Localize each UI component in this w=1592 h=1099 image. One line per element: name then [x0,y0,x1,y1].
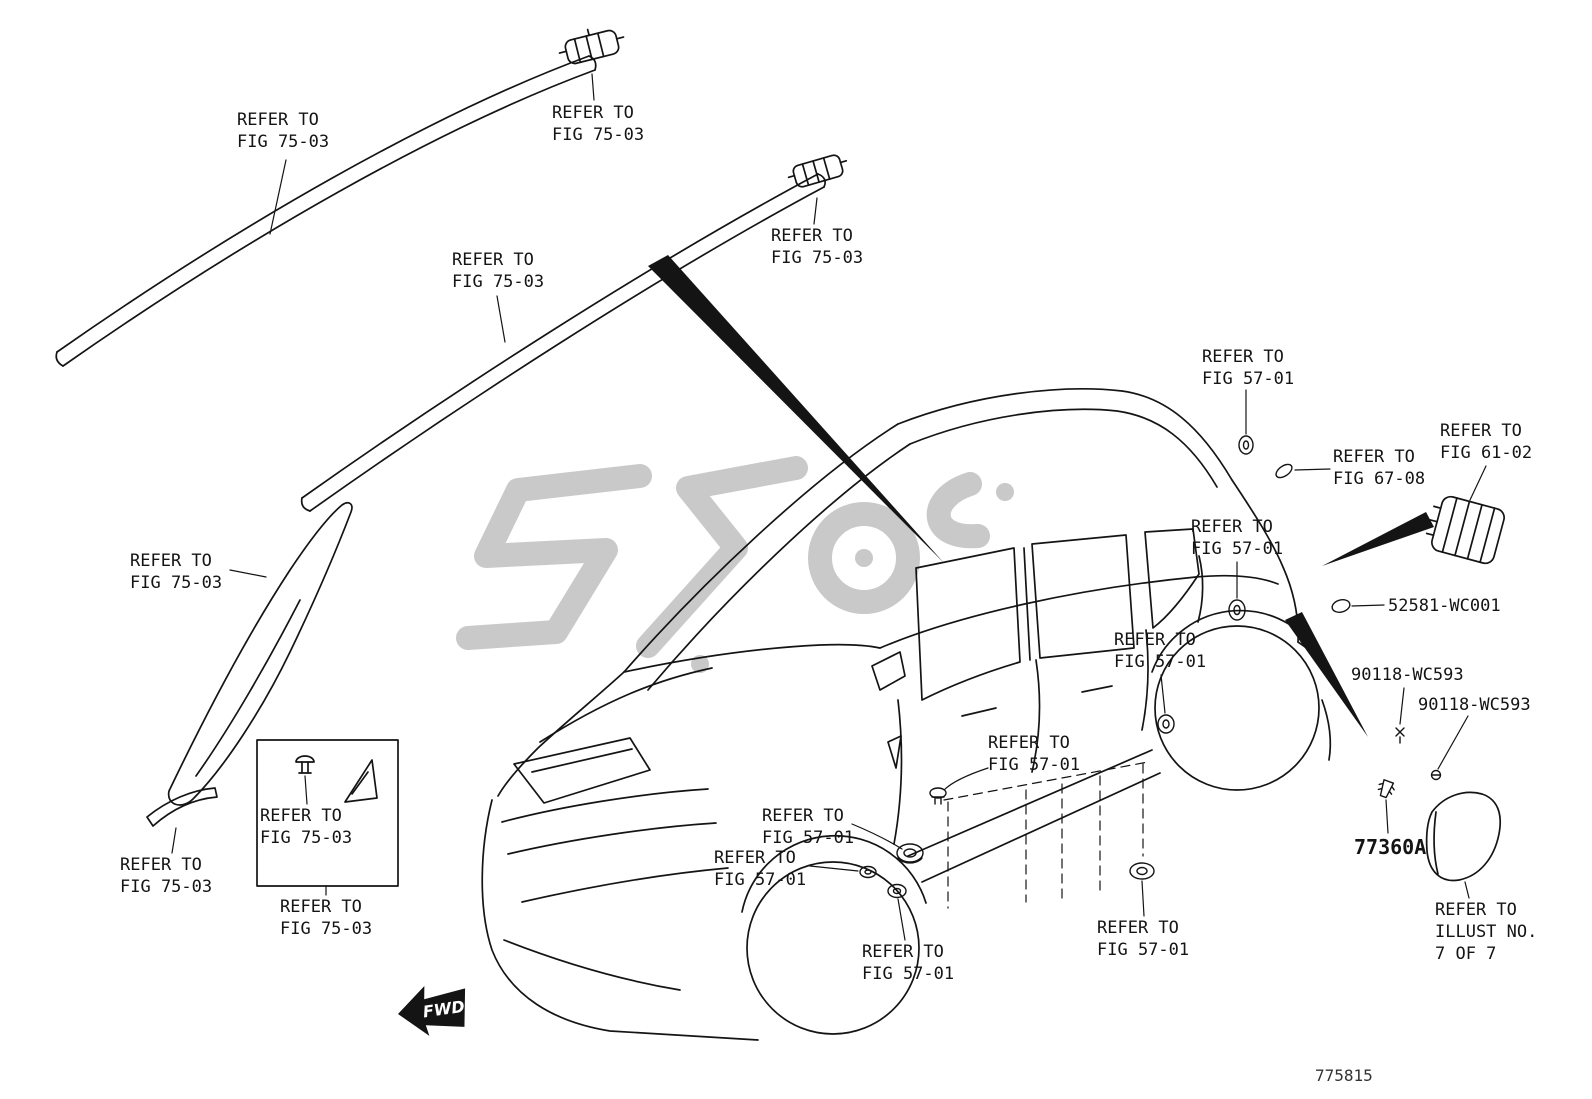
fuel-lid-part [1425,791,1501,882]
pillar-garnish [167,502,353,806]
refer-label-roof-molding-rear: REFER TO FIG 75-03 [452,250,545,292]
refer-label-pillar: REFER TO FIG 75-03 [130,551,223,593]
refer-label-front-door: REFER TO FIG 57-01 [988,733,1081,775]
refer-label-illust-7-of-7: REFER TO ILLUST NO. 7 OF 7 [1435,900,1538,964]
refer-label-fig-61-02: REFER TO FIG 61-02 [1440,421,1533,463]
roof-molding-strip-long [55,55,597,367]
part-number-90118-wc593-b: 90118-WC593 [1418,695,1531,715]
leader-lines [171,73,1487,941]
part-number-52581-wc001: 52581-WC001 [1388,596,1501,616]
refer-label-quarter: REFER TO FIG 57-01 [1191,517,1284,559]
roof-molding-strip-short [300,173,826,512]
pointer-wedges [648,255,1434,737]
refer-label-box: REFER TO FIG 75-03 [280,897,373,939]
fwd-arrow: FWD [398,986,466,1036]
watermark-dots [691,483,1014,673]
refer-label-roof-molding-front: REFER TO FIG 75-03 [237,110,330,152]
refer-label-rocker-rear: REFER TO FIG 57-01 [1097,918,1190,960]
drawing-number: 775815 [1315,1066,1373,1085]
part-number-90118-wc593-a: 90118-WC593 [1351,665,1464,685]
refer-label-box-clip: REFER TO FIG 75-03 [260,806,353,848]
molding-clip-right [787,154,848,188]
lower-strip [146,787,218,827]
refer-label-fender-b: REFER TO FIG 57-01 [714,848,807,890]
refer-label-rear-upper: REFER TO FIG 57-01 [1202,347,1295,389]
molding-clip-left [558,28,625,65]
watermark-logo [456,456,990,658]
clip-grommets [859,435,1442,899]
refer-label-roof-clip-left: REFER TO FIG 75-03 [552,103,645,145]
detail-box [256,739,399,887]
refer-label-roof-clip-right: REFER TO FIG 75-03 [771,226,864,268]
refer-label-rocker-front: REFER TO FIG 57-01 [862,942,955,984]
tail-lamp-part [1425,495,1505,565]
refer-label-fender-a: REFER TO FIG 57-01 [762,806,855,848]
hidden-molding-lines [943,761,1149,909]
part-number-77360a: 77360A [1354,835,1427,859]
refer-label-rear-door: REFER TO FIG 57-01 [1114,630,1207,672]
refer-label-lower-strip: REFER TO FIG 75-03 [120,855,213,897]
refer-label-fig-67-08: REFER TO FIG 67-08 [1333,447,1426,489]
